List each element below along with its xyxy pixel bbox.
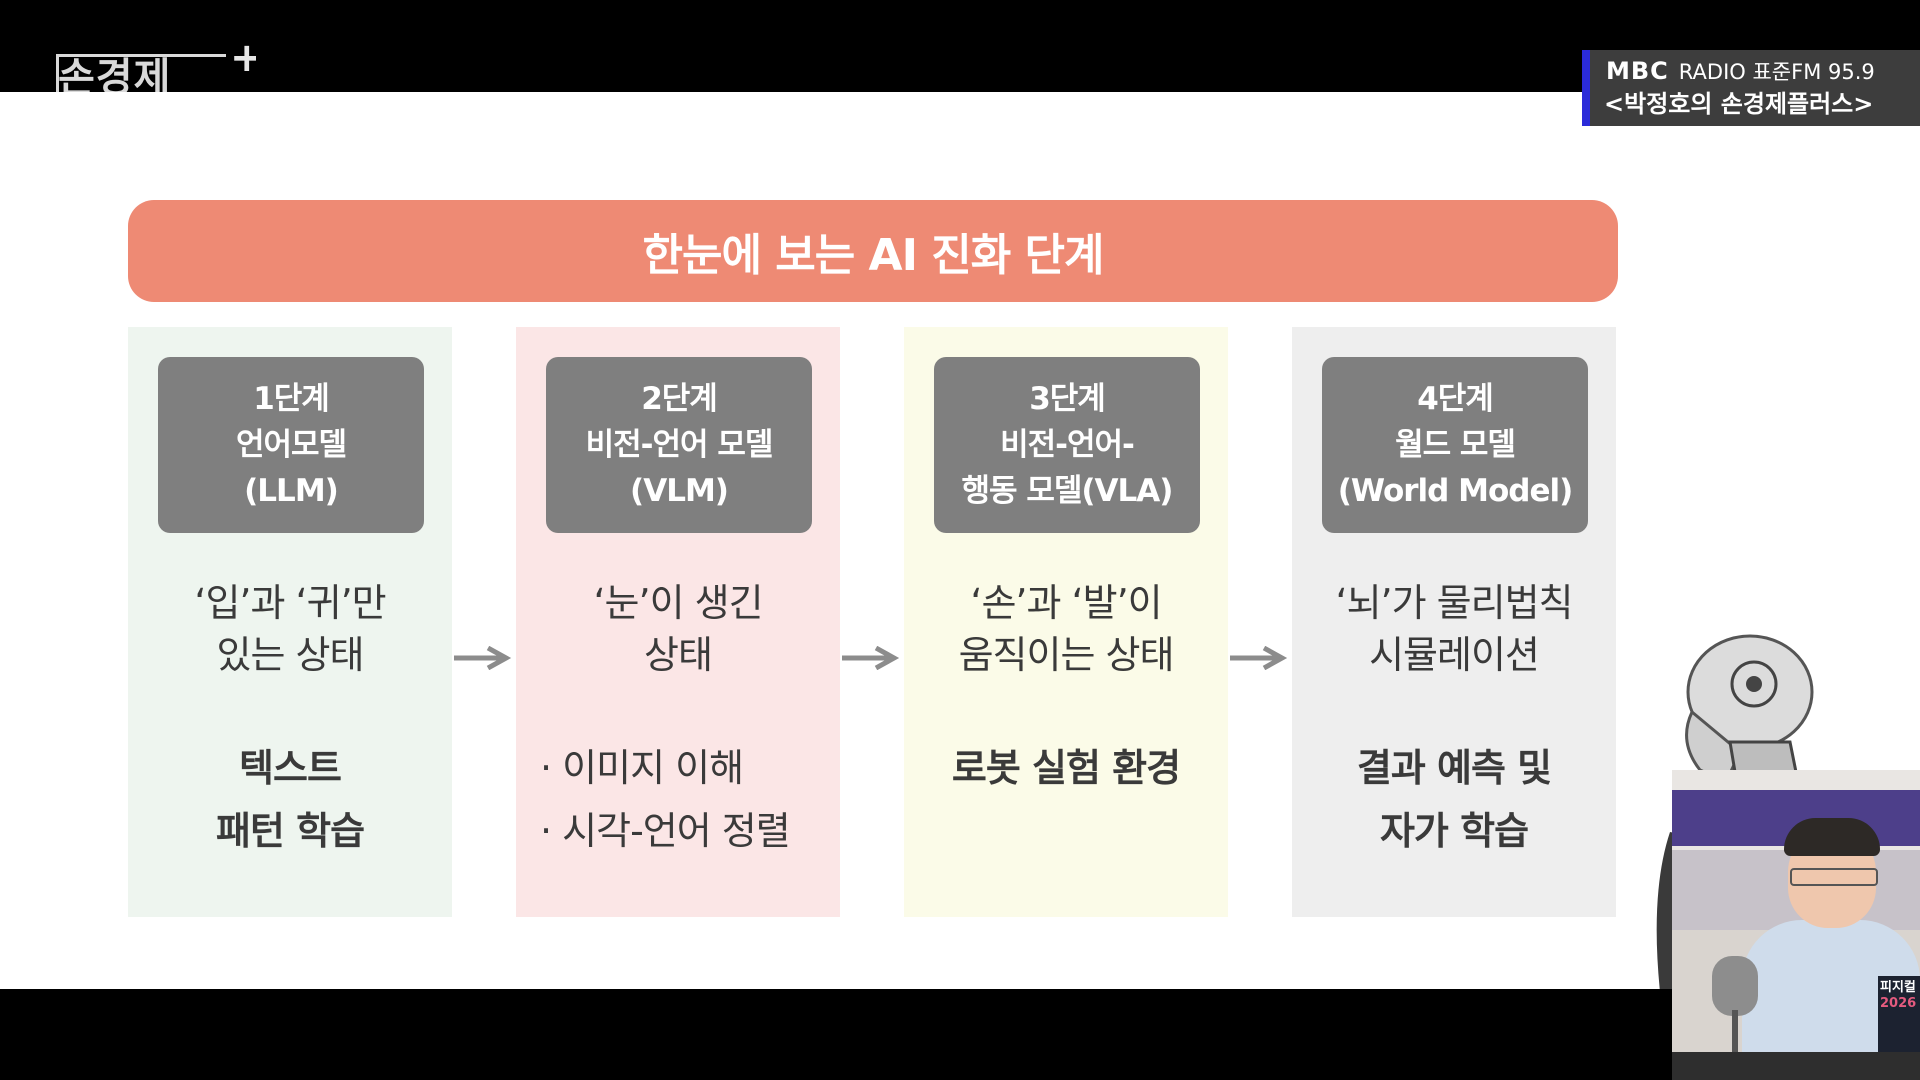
- host-glasses: [1790, 868, 1878, 886]
- logo-text: 손경제: [58, 55, 172, 92]
- bottom-letterbox: [0, 989, 1920, 1080]
- arrow-right-icon: [1230, 646, 1288, 670]
- webcam-inset: 피지컬 2026: [1672, 770, 1920, 1080]
- stage-4-desc-line: ‘뇌’가 물리법칙: [1335, 581, 1574, 625]
- stage-1-header: 1단계 언어모델 (LLM): [158, 357, 424, 533]
- stage-1-step: 1단계: [253, 381, 330, 417]
- stage-3-panel: 3단계 비전-언어- 행동 모델(VLA) ‘손’과 ‘발’이 움직이는 상태 …: [904, 327, 1228, 917]
- arrow-right-icon: [842, 646, 900, 670]
- logo-frame: [56, 54, 59, 92]
- stage-1-name: 언어모델: [235, 427, 347, 463]
- station-line: MBC RADIO 표준FM 95.9: [1606, 58, 1875, 85]
- stage-2-detail: · 이미지 이해 · 시각-언어 정렬: [540, 737, 840, 863]
- host-hair: [1784, 818, 1880, 856]
- stage-4-desc-line: 시뮬레이션: [1369, 633, 1540, 677]
- stage-3-header: 3단계 비전-언어- 행동 모델(VLA): [934, 357, 1200, 533]
- stage-2-name: 비전-언어 모델: [585, 427, 774, 463]
- stage-1-panel: 1단계 언어모델 (LLM) ‘입’과 ‘귀’만 있는 상태 텍스트 패턴 학습: [128, 327, 452, 917]
- microphone-icon: [1712, 956, 1758, 1016]
- stage-1-desc-line: ‘입’과 ‘귀’만: [194, 581, 386, 625]
- stage-2-step: 2단계: [641, 381, 718, 417]
- stage-1-detail-line: 패턴 학습: [215, 809, 365, 853]
- badge-accent-bar: [1582, 50, 1590, 126]
- stage-3-description: ‘손’과 ‘발’이 움직이는 상태: [904, 577, 1228, 681]
- brand-logo: MBC: [1606, 57, 1669, 85]
- stage-1-detail-line: 텍스트: [239, 746, 342, 790]
- stage-4-detail-line: 결과 예측 및: [1356, 746, 1552, 790]
- stage-3-desc-line: ‘손’과 ‘발’이: [970, 581, 1162, 625]
- broadcast-badge: MBC RADIO 표준FM 95.9 <박정호의 손경제플러스>: [1582, 50, 1920, 126]
- stage-4-description: ‘뇌’가 물리법칙 시뮬레이션: [1292, 577, 1616, 681]
- presentation-slide: 한눈에 보는 AI 진화 단계 1단계 언어모델 (LLM) ‘입’과 ‘귀’만…: [0, 92, 1920, 989]
- stage-2-header: 2단계 비전-언어 모델 (VLM): [546, 357, 812, 533]
- stage-4-detail: 결과 예측 및 자가 학습: [1292, 737, 1616, 863]
- stage-3-step: 3단계: [1029, 381, 1106, 417]
- stage-4-step: 4단계: [1417, 381, 1494, 417]
- show-logo: 손경제 +: [56, 40, 256, 92]
- stage-2-bullet: · 시각-언어 정렬: [540, 809, 791, 853]
- stage-1-detail: 텍스트 패턴 학습: [128, 737, 452, 863]
- studio-desk: [1672, 1052, 1920, 1080]
- stage-4-abbr: (World Model): [1337, 473, 1574, 509]
- station-name: RADIO 표준FM 95.9: [1678, 60, 1875, 84]
- stage-3-abbr: 행동 모델(VLA): [961, 473, 1174, 509]
- title-banner: 한눈에 보는 AI 진화 단계: [128, 200, 1618, 302]
- stage-2-desc-line: ‘눈’이 생긴: [593, 581, 763, 625]
- poster-year: 2026: [1880, 996, 1917, 1011]
- stage-2-description: ‘눈’이 생긴 상태: [516, 577, 840, 681]
- logo-frame: [56, 54, 226, 57]
- stage-2-abbr: (VLM): [630, 473, 729, 509]
- stage-1-desc-line: 있는 상태: [216, 633, 365, 677]
- poster-text: 피지컬: [1880, 980, 1916, 995]
- stage-3-name: 비전-언어-: [1000, 427, 1135, 463]
- microphone-stand: [1732, 1010, 1738, 1080]
- stage-2-bullet: · 이미지 이해: [540, 746, 744, 790]
- stage-4-header: 4단계 월드 모델 (World Model): [1322, 357, 1588, 533]
- stage-3-detail-line: 로봇 실험 환경: [951, 746, 1181, 790]
- program-name: <박정호의 손경제플러스>: [1604, 90, 1874, 118]
- stage-3-detail: 로봇 실험 환경: [904, 737, 1228, 800]
- stage-4-detail-line: 자가 학습: [1379, 809, 1529, 853]
- arrow-right-icon: [454, 646, 512, 670]
- logo-plus-icon: +: [230, 40, 256, 81]
- stage-2-desc-line: 상태: [644, 633, 713, 677]
- stage-4-name: 월드 모델: [1395, 427, 1516, 463]
- stage-3-desc-line: 움직이는 상태: [958, 633, 1175, 677]
- stage-1-description: ‘입’과 ‘귀’만 있는 상태: [128, 577, 452, 681]
- stage-1-abbr: (LLM): [244, 473, 339, 509]
- slide-title: 한눈에 보는 AI 진화 단계: [642, 230, 1104, 281]
- stage-2-panel: 2단계 비전-언어 모델 (VLM) ‘눈’이 생긴 상태 · 이미지 이해 ·…: [516, 327, 840, 917]
- stage-4-panel: 4단계 월드 모델 (World Model) ‘뇌’가 물리법칙 시뮬레이션 …: [1292, 327, 1616, 917]
